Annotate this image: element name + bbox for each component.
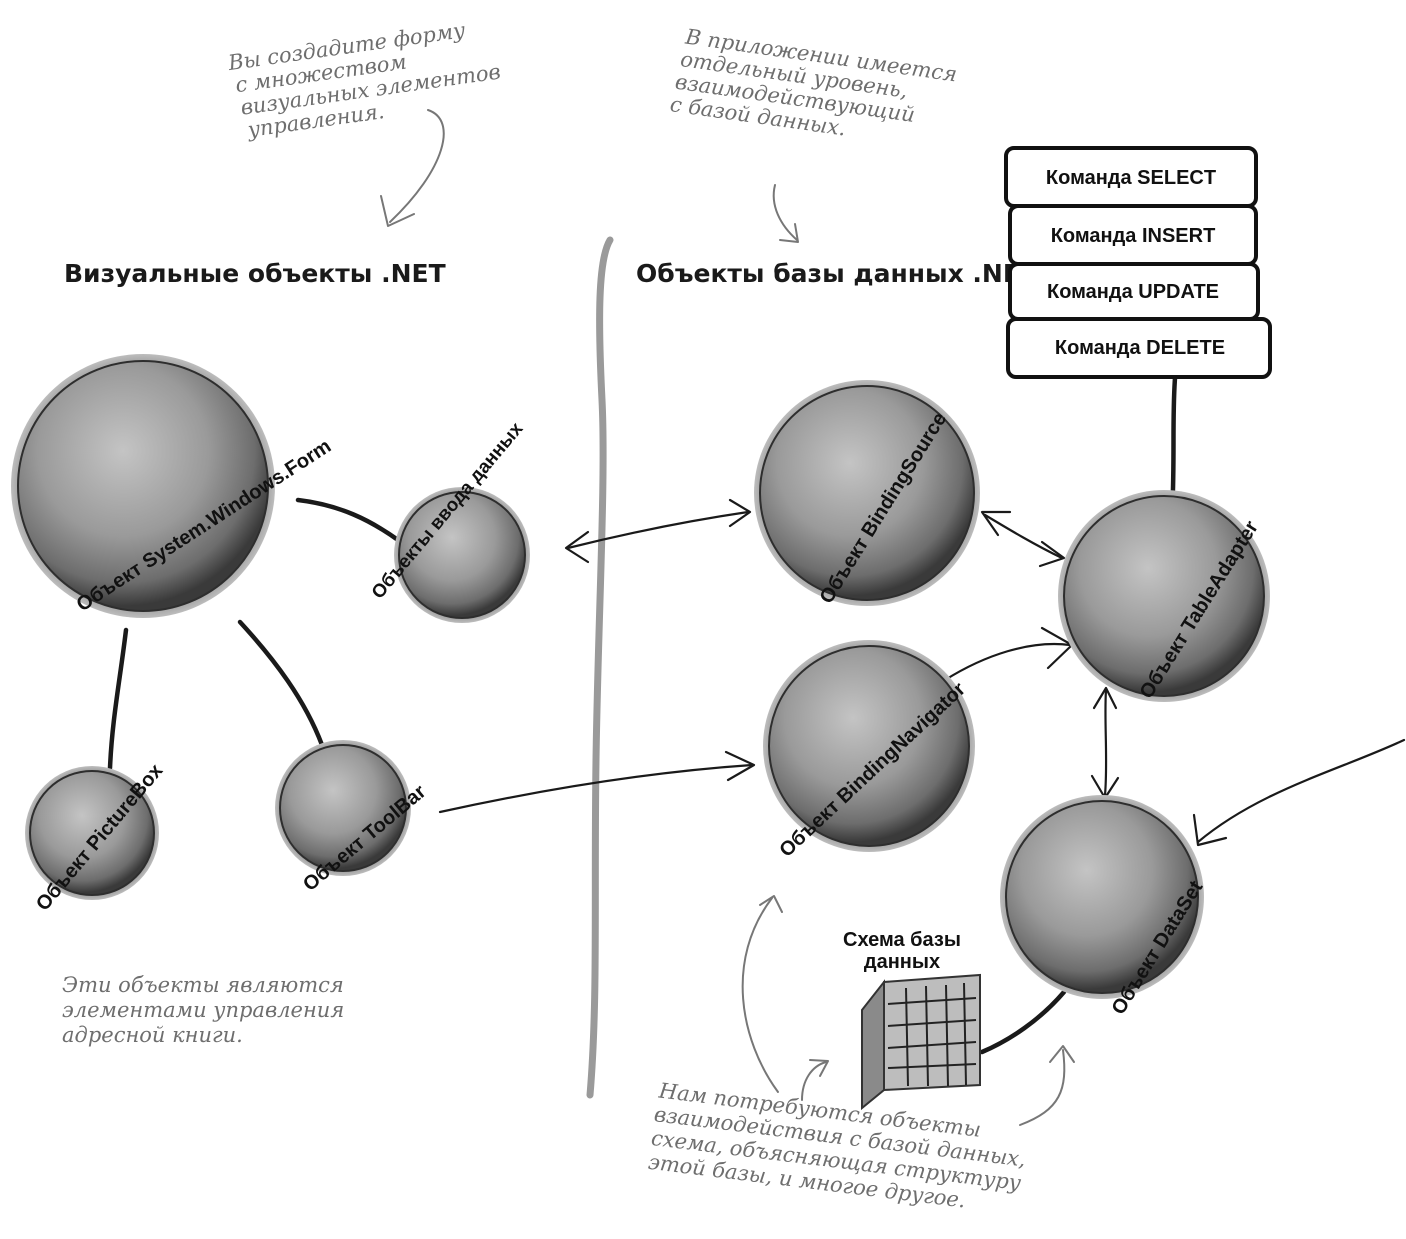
select-command: Команда SELECT (1004, 146, 1258, 208)
svg-text:элементами управления: элементами управления (62, 998, 344, 1022)
link-form-input (295, 497, 401, 543)
note-bottom-mid-arrows (741, 895, 1075, 1126)
toolbar-object (275, 740, 411, 876)
input-objects (394, 487, 530, 623)
svg-text:Команда UPDATE: Команда UPDATE (1047, 281, 1219, 303)
link-form-toolbar (237, 619, 325, 748)
form-object (11, 354, 275, 618)
link-schema-dataset (979, 989, 1067, 1055)
insert-command: Команда INSERT (1008, 204, 1258, 266)
picturebox-object (25, 766, 159, 900)
svg-text:Эти объекты являются: Эти объекты являются (62, 973, 344, 997)
update-command: Команда UPDATE (1008, 262, 1260, 321)
arrow-input-bindingsource (564, 498, 752, 564)
visual-objects-heading: Визуальные объекты .NET (64, 259, 446, 288)
note-top-mid-arrow (772, 184, 798, 241)
svg-text:адресной книги.: адресной книги. (62, 1023, 243, 1047)
arrow-bindingnavigator-tableadapter (943, 626, 1074, 682)
note-top-mid: В приложении имеется отдельный уровень, … (669, 24, 959, 140)
schema-label-line2: данных (864, 951, 940, 973)
dataset-object (1000, 795, 1204, 999)
layer-divider (586, 236, 614, 1099)
arrow-bindingsource-tableadapter (980, 510, 1066, 568)
note-top-mid-arrowhead (779, 223, 799, 243)
note-bottom-left: Эти объекты являются элементами управлен… (62, 973, 344, 1047)
svg-text:Команда INSERT: Команда INSERT (1051, 225, 1216, 247)
delete-command: Команда DELETE (1006, 317, 1272, 379)
bindingnavigator-object (763, 640, 975, 852)
arrow-toolbar-bindingnavigator (438, 750, 756, 814)
sql-command-stack: Команда SELECT Команда INSERT Команда UP… (1004, 146, 1272, 379)
bindingsource-object (754, 380, 980, 606)
svg-text:Команда DELETE: Команда DELETE (1055, 337, 1225, 359)
note-top-left-arrowhead (380, 195, 415, 227)
svg-text:Команда SELECT: Команда SELECT (1046, 167, 1216, 189)
note-bottom-mid: Нам потребуются объекты взаимодействия с… (647, 1078, 1027, 1212)
arrow-external-dataset (1192, 738, 1406, 847)
database-schema-icon (861, 973, 981, 1111)
schema-label-line1: Схема базы (843, 929, 961, 951)
database-objects-heading: Объекты базы данных .NET (636, 259, 1037, 288)
tableadapter-object (1058, 490, 1270, 702)
arrow-tableadapter-dataset (1090, 686, 1120, 800)
note-top-left-arrow (389, 109, 445, 223)
note-top-left: Вы создадите форму с множеством визуальн… (226, 18, 502, 142)
link-form-picturebox (107, 627, 129, 771)
